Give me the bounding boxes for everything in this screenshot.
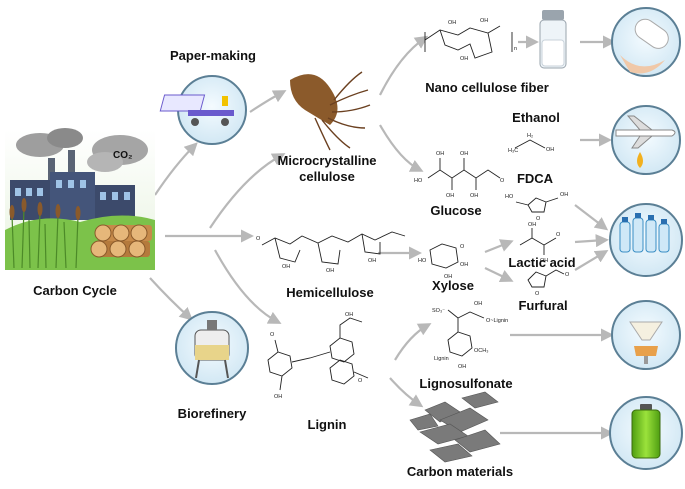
label-lignin: Lignin — [307, 417, 347, 432]
svg-text:OH: OH — [326, 268, 334, 274]
lactic-acid-structure: OH OH O — [519, 222, 561, 264]
svg-text:O: O — [536, 216, 541, 222]
svg-text:OH: OH — [345, 312, 353, 318]
svg-text:SO₃⁻: SO₃⁻ — [432, 308, 445, 314]
log-pile — [90, 224, 152, 258]
arrow-fdca-to-bottles — [574, 204, 609, 231]
arrow-lignin-to-carbon — [389, 377, 424, 408]
label-glucose: Glucose — [430, 203, 482, 218]
svg-text:OH: OH — [560, 192, 568, 198]
svg-text:HO: HO — [418, 258, 427, 264]
lignin-structure: O OH O OH — [267, 312, 369, 400]
arrow-xylose-to-lactic — [484, 239, 514, 254]
arrow-mcc-to-nanocellulose — [379, 35, 429, 96]
cellulose-fiber-icon — [290, 71, 371, 151]
svg-text:OH: OH — [458, 364, 466, 370]
arrow-furfural-to-bottles — [574, 249, 609, 271]
svg-text:Lignin: Lignin — [434, 356, 449, 362]
label-ethanol: Ethanol — [512, 110, 560, 125]
svg-text:O: O — [270, 332, 275, 338]
svg-text:O: O — [256, 236, 261, 242]
svg-text:O: O — [358, 378, 363, 384]
svg-text:OH: OH — [444, 274, 452, 280]
arrow-to-mcc-lower — [209, 153, 286, 229]
paper-machine-icon — [159, 75, 247, 145]
svg-text:n: n — [514, 46, 517, 52]
arrow-xylose-to-furfural — [484, 267, 514, 282]
carbon-flakes-icon — [409, 391, 501, 463]
label-carbon-cycle: Carbon Cycle — [33, 283, 117, 298]
label-carbon-materials: Carbon materials — [406, 464, 514, 479]
svg-text:OH: OH — [474, 301, 482, 307]
svg-text:O: O — [535, 291, 540, 297]
label-lactic-acid: Lactic acid — [508, 255, 576, 270]
battery-icon — [609, 396, 683, 470]
label-lignosulfonate: Lignosulfonate — [419, 376, 513, 391]
vial-icon — [539, 10, 567, 69]
svg-text:OH: OH — [368, 258, 376, 264]
lignosulfonate-structure: SO₃⁻ O~Lignin Lignin OCH₃ OH OH — [432, 301, 508, 370]
svg-text:OH: OH — [546, 147, 554, 153]
factory-icon — [5, 128, 155, 270]
label-nano-cellulose-fiber: Nano cellulose fiber — [425, 80, 549, 95]
svg-text:O: O — [565, 272, 570, 278]
label-hemicellulose: Hemicellulose — [286, 285, 374, 300]
pill-capsule-icon — [611, 7, 681, 77]
label-furfural: Furfural — [518, 298, 568, 313]
arrow-mcc-to-glucose — [379, 124, 424, 172]
svg-text:O: O — [460, 244, 465, 250]
ethanol-structure: H₂ H₃C OH — [508, 133, 554, 154]
airplane-fuel-icon — [611, 105, 681, 175]
svg-text:OH: OH — [436, 151, 444, 157]
svg-text:H₃C: H₃C — [508, 148, 518, 154]
label-xylose: Xylose — [432, 278, 474, 293]
svg-text:OH: OH — [282, 264, 290, 270]
label-paper-making: Paper-making — [170, 48, 256, 63]
svg-text:OH: OH — [528, 222, 536, 228]
svg-text:O: O — [556, 232, 561, 238]
svg-text:O~Lignin: O~Lignin — [486, 318, 508, 324]
svg-text:OH: OH — [480, 18, 488, 24]
fdca-structure: HO OH O — [505, 192, 568, 222]
glucose-structure: OH OH OH OH HO O — [414, 151, 505, 199]
arrow-to-lignin — [214, 249, 282, 324]
arrow-factory-to-biorefinery — [149, 277, 193, 321]
powder-funnel-icon — [611, 300, 681, 370]
svg-text:OH: OH — [274, 394, 282, 400]
reactor-icon — [175, 311, 249, 385]
svg-text:OH: OH — [446, 193, 454, 199]
svg-text:OH: OH — [460, 151, 468, 157]
svg-text:HO: HO — [505, 194, 514, 200]
label-biorefinery: Biorefinery — [177, 406, 247, 421]
label-co2: CO₂ — [113, 150, 133, 161]
arrow-factory-to-papermaking — [154, 142, 198, 196]
label-cellulose: cellulose — [299, 169, 355, 184]
label-fdca: FDCA — [516, 171, 554, 186]
flow-arrows — [149, 35, 616, 440]
svg-text:OH: OH — [470, 193, 478, 199]
cellulose-structure: n OH OH OH — [424, 18, 517, 62]
hemicellulose-structure: OH OH OH O — [256, 231, 406, 274]
furfural-structure: OO — [527, 269, 570, 297]
xylose-structure: O HO OH OH — [418, 243, 468, 280]
plastic-bottles-icon — [609, 203, 683, 277]
svg-text:HO: HO — [414, 178, 423, 184]
label-microcrystalline: Microcrystalline — [277, 153, 377, 168]
svg-text:OH: OH — [448, 20, 456, 26]
svg-text:OCH₃: OCH₃ — [474, 348, 488, 354]
svg-text:OH: OH — [540, 258, 548, 264]
svg-text:OH: OH — [460, 56, 468, 62]
arrow-lignin-to-lignosulfonate — [394, 323, 432, 361]
svg-text:O: O — [500, 178, 505, 184]
svg-text:H₂: H₂ — [527, 133, 533, 139]
arrow-papermaking-to-mcc — [249, 90, 287, 113]
arrow-lactic-to-bottles — [574, 234, 609, 248]
svg-text:OH: OH — [460, 262, 468, 268]
